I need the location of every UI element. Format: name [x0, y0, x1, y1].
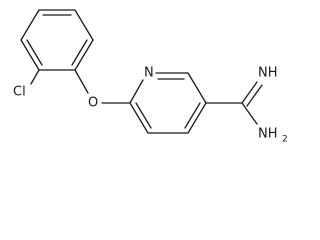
amine-nh2-subscript: 2 — [282, 135, 288, 145]
bond-c-nh2 — [241, 102, 258, 125]
bond-c-nh-1 — [241, 81, 258, 104]
chemical-structure: Cl O N NH NH 2 — [13, 9, 288, 145]
bond-phenyl-double-c — [26, 39, 43, 66]
bond-phenyl-6 — [20, 9, 40, 41]
bond-phenyl-o — [74, 69, 89, 94]
bond-phenyl-3 — [74, 39, 94, 71]
bond-pyridine-6 — [129, 102, 149, 134]
bond-pyridine-double-c — [135, 102, 152, 129]
oxygen-atom-label: O — [88, 96, 98, 111]
chlorine-atom-label: Cl — [13, 85, 26, 100]
bond-c-cl — [30, 69, 40, 85]
bond-pyridine-4 — [187, 102, 207, 134]
bond-phenyl-5 — [20, 39, 40, 71]
bond-c-nh-2 — [246, 84, 263, 107]
pyridine-nitrogen-label: N — [144, 66, 154, 81]
imine-nh-label: NH — [258, 66, 278, 81]
amine-nh2-label: NH — [258, 127, 278, 142]
bond-pyridine-double-b — [184, 102, 201, 129]
bond-phenyl-2 — [74, 9, 94, 41]
bond-pyridine-3 — [187, 72, 207, 104]
bond-phenyl-double-b — [71, 39, 88, 66]
bond-pyridine-1 — [129, 79, 144, 104]
